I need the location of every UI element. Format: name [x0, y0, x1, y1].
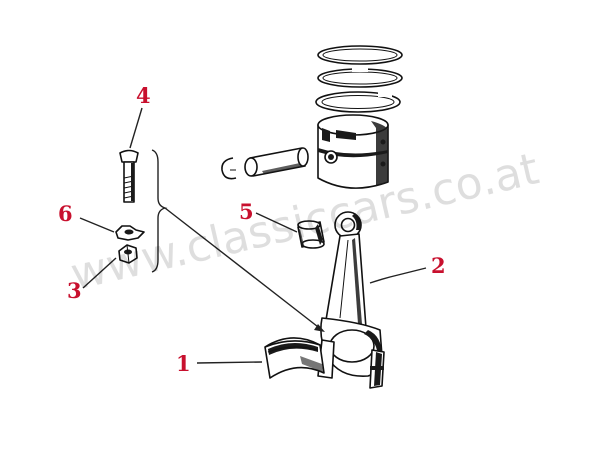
callout-1: 1 [176, 351, 191, 376]
piston-rings [315, 45, 403, 113]
callout-2: 2 [431, 253, 446, 278]
watermark: www.classiccars.co.at [66, 143, 543, 300]
callout-6: 6 [58, 201, 73, 226]
leader-5 [255, 212, 298, 233]
gudgeon-pin [244, 147, 309, 177]
leader-4 [129, 107, 143, 149]
piston-ring-top [317, 45, 403, 65]
callout-3: 3 [67, 278, 82, 303]
piston [317, 114, 389, 189]
leader-6 [79, 217, 115, 233]
leader-lines [79, 107, 427, 364]
leader-3 [82, 257, 117, 289]
assembly-bracket [151, 149, 325, 332]
rod-bolt [119, 149, 139, 203]
rod-nut [118, 244, 138, 264]
leader-1 [196, 361, 263, 364]
connecting-rod [317, 211, 385, 389]
piston-ring-middle [317, 68, 403, 88]
callout-4: 4 [136, 83, 151, 108]
big-end-bearing-shell [264, 337, 325, 379]
assembly-arrow-head [314, 324, 325, 332]
piston-ring-oil [315, 91, 401, 113]
callout-labels: 1 2 3 4 5 6 [58, 83, 446, 376]
small-end-bush [297, 220, 325, 249]
callout-5: 5 [239, 199, 254, 224]
leader-2 [369, 267, 427, 284]
lock-washer [115, 225, 145, 241]
circlip [221, 157, 237, 180]
